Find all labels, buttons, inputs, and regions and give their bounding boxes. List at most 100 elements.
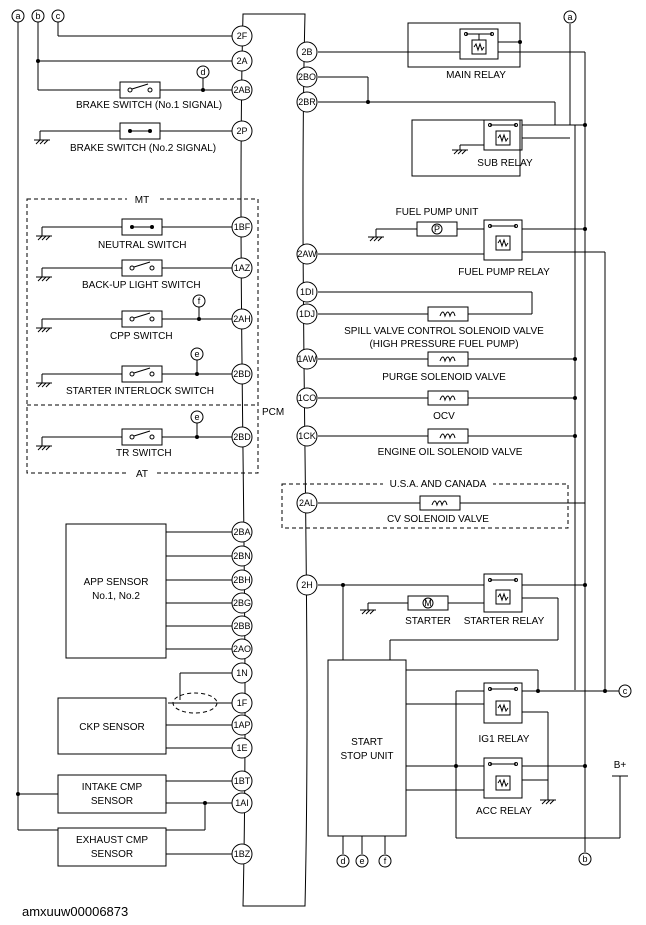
app-sensor-label-1: APP SENSOR	[84, 577, 149, 588]
connector-b-right: b	[578, 852, 592, 866]
junction	[36, 59, 40, 63]
pcm-pin-label: 2AH	[233, 314, 251, 324]
junction	[573, 434, 577, 438]
exhaust-cmp-label-1: EXHAUST CMP	[76, 835, 148, 846]
pcm-pin-left-2ao: 2AO	[231, 638, 253, 660]
bplus-label: B+	[614, 760, 627, 771]
pump-symbol: P	[434, 224, 440, 234]
ground-symbol	[36, 227, 52, 241]
exhaust-cmp-sensor	[57, 827, 167, 867]
junction	[195, 372, 199, 376]
tr-switch	[121, 428, 163, 446]
connector-c-right: c	[618, 684, 632, 698]
neutral-switch	[121, 218, 163, 236]
image-code: amxuuw00006873	[22, 904, 129, 919]
ocv-solenoid	[427, 390, 469, 406]
backup-light-switch	[121, 259, 163, 277]
starter-relay-label: STARTER RELAY	[464, 616, 545, 627]
pcm-pin-right-1ck: 1CK	[296, 425, 318, 447]
intake-cmp-label-1: INTAKE CMP	[82, 782, 143, 793]
acc-relay	[483, 757, 523, 799]
brake-switch-1	[119, 81, 161, 99]
ground-symbol	[36, 319, 52, 333]
pcm-pin-label: 2P	[236, 126, 247, 136]
backup-light-switch-label: BACK-UP LIGHT SWITCH	[82, 280, 201, 291]
pcm-pin-label: 2BN	[233, 551, 251, 561]
main-relay-area	[407, 22, 521, 68]
svg-text:d: d	[200, 67, 205, 77]
junction	[201, 88, 205, 92]
main-relay-label: MAIN RELAY	[446, 70, 506, 81]
engine-oil-solenoid-valve	[427, 428, 469, 444]
connector-d-top: d	[196, 65, 210, 79]
junction	[16, 792, 20, 796]
junction	[573, 396, 577, 400]
start-stop-unit	[327, 659, 407, 837]
cv-solenoid-label: CV SOLENOID VALVE	[387, 514, 489, 525]
connector-d-bottom: d	[336, 854, 350, 868]
pcm-pin-label: 2AL	[299, 498, 315, 508]
mt-label: MT	[135, 195, 149, 206]
purge-solenoid-valve	[427, 351, 469, 367]
pcm-pin-left-1bf: 1BF	[231, 216, 253, 238]
junction	[197, 317, 201, 321]
ig1-relay-label: IG1 RELAY	[479, 734, 530, 745]
junction	[573, 357, 577, 361]
sub-relay-label: SUB RELAY	[477, 158, 533, 169]
pcm-pin-left-1e: 1E	[231, 737, 253, 759]
pcm-pin-left-1n: 1N	[231, 662, 253, 684]
junction	[195, 435, 199, 439]
engine-oil-solenoid-label: ENGINE OIL SOLENOID VALVE	[378, 447, 523, 458]
pcm-pin-left-2ba: 2BA	[231, 521, 253, 543]
pcm-pin-right-2h: 2H	[296, 574, 318, 596]
pcm-pin-label: 2BR	[298, 97, 316, 107]
acc-relay-label: ACC RELAY	[476, 806, 532, 817]
ground-symbol	[36, 268, 52, 282]
connector-f-bottom: f	[378, 854, 392, 868]
ground-symbol	[34, 131, 50, 145]
starter-label: STARTER	[405, 616, 451, 627]
intake-cmp-label-2: SENSOR	[91, 796, 133, 807]
pcm-pin-left-2bd: 2BD	[231, 363, 253, 385]
pcm-pin-right-2b: 2B	[296, 41, 318, 63]
junction	[583, 764, 587, 768]
pcm-pin-label: 2BG	[233, 598, 251, 608]
pcm-pin-label: 1AP	[233, 720, 250, 730]
svg-text:a: a	[15, 11, 20, 21]
ground-symbol	[360, 603, 376, 615]
pcm-pin-label: 2BB	[233, 621, 250, 631]
mt-label-bg	[127, 193, 157, 205]
cv-solenoid-valve	[419, 495, 461, 511]
pcm-pin-left-2a: 2A	[231, 50, 253, 72]
svg-text:b: b	[582, 854, 587, 864]
junction	[583, 227, 587, 231]
spill-valve-label-2: (HIGH PRESSURE FUEL PUMP)	[369, 339, 518, 350]
pcm-pin-label: 2AO	[233, 644, 251, 654]
sub-relay-area	[411, 119, 521, 177]
pcm-pin-left-1az: 1AZ	[231, 257, 253, 279]
svg-text:e: e	[194, 349, 199, 359]
pcm-left-pins: 2F2A2AB2P1BF1AZ2AH2BD2BD2BA2BN2BH2BG2BB2…	[231, 25, 253, 865]
pcm-label: PCM	[262, 407, 284, 418]
svg-text:f: f	[384, 856, 387, 866]
pcm-pin-label: 1BZ	[234, 849, 251, 859]
pcm-pin-label: 1AZ	[234, 263, 251, 273]
cpp-switch-label: CPP SWITCH	[110, 331, 173, 342]
pcm-pin-right-1co: 1CO	[296, 387, 318, 409]
brake-switch-1-label: BRAKE SWITCH (No.1 SIGNAL)	[76, 100, 222, 111]
ig1-relay	[483, 682, 523, 724]
junction	[583, 583, 587, 587]
connector-e-at: e	[190, 410, 204, 424]
pcm-pin-right-1dj: 1DJ	[296, 303, 318, 325]
pcm-pin-label: 1AW	[297, 354, 317, 364]
tr-switch-label: TR SWITCH	[116, 448, 172, 459]
pcm-pin-label: 2BA	[233, 527, 250, 537]
svg-text:c: c	[623, 686, 628, 696]
connector-e-bottom: e	[355, 854, 369, 868]
ground-symbol	[368, 229, 384, 242]
starter-motor: M	[407, 595, 449, 611]
connector-e-top: e	[190, 347, 204, 361]
pcm-pin-right-1aw: 1AW	[296, 348, 318, 370]
pcm-pin-label: 2BD	[233, 432, 251, 442]
